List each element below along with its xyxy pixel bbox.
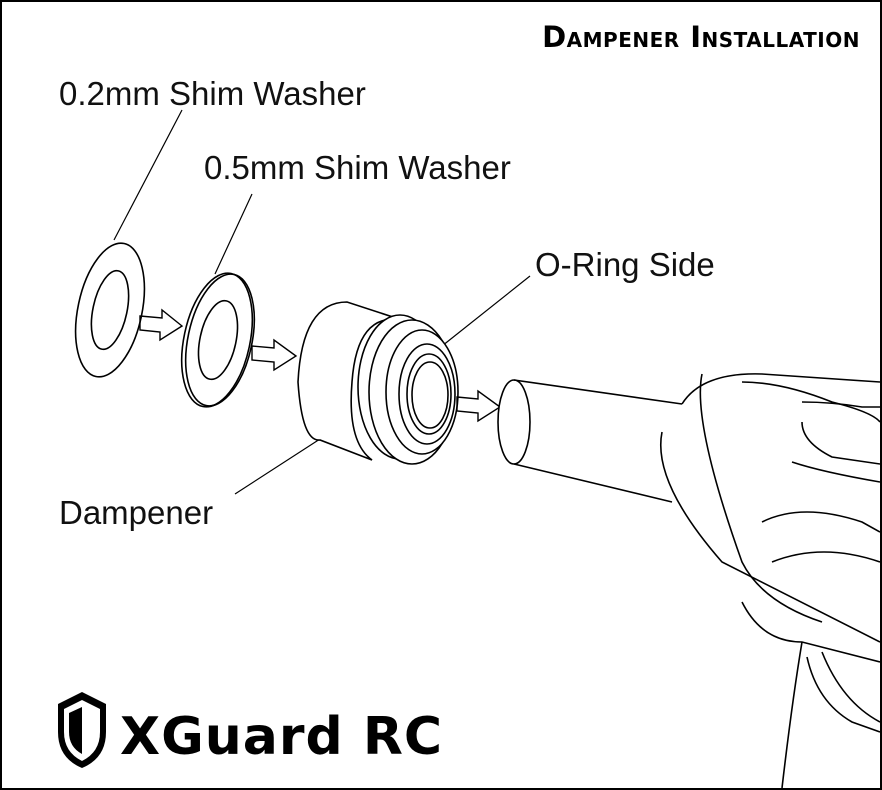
washer-02mm <box>74 242 146 378</box>
leader-line-shim-02 <box>113 109 183 241</box>
washer-05mm <box>180 272 256 408</box>
callout-shim-washer-02mm: 0.2mm Shim Washer <box>59 75 366 112</box>
assembly-arrow-1 <box>139 308 184 342</box>
assembly-arrow-2 <box>251 338 298 372</box>
brand-wordmark: XGuard RC <box>120 707 444 767</box>
callout-shim-washer-05mm: 0.5mm Shim Washer <box>204 149 511 186</box>
page-title: Dampener Installation <box>542 20 860 54</box>
mount-housing <box>497 373 880 788</box>
leader-line-dampener <box>234 438 321 495</box>
leader-line-shim-05 <box>214 193 253 275</box>
dampener-part <box>297 301 459 465</box>
xguard-shield-logo <box>58 692 106 768</box>
leader-line-oring <box>441 275 531 347</box>
callout-dampener: Dampener <box>59 494 214 531</box>
callout-oring-side: O-Ring Side <box>535 246 715 283</box>
assembly-arrow-3 <box>456 389 502 423</box>
